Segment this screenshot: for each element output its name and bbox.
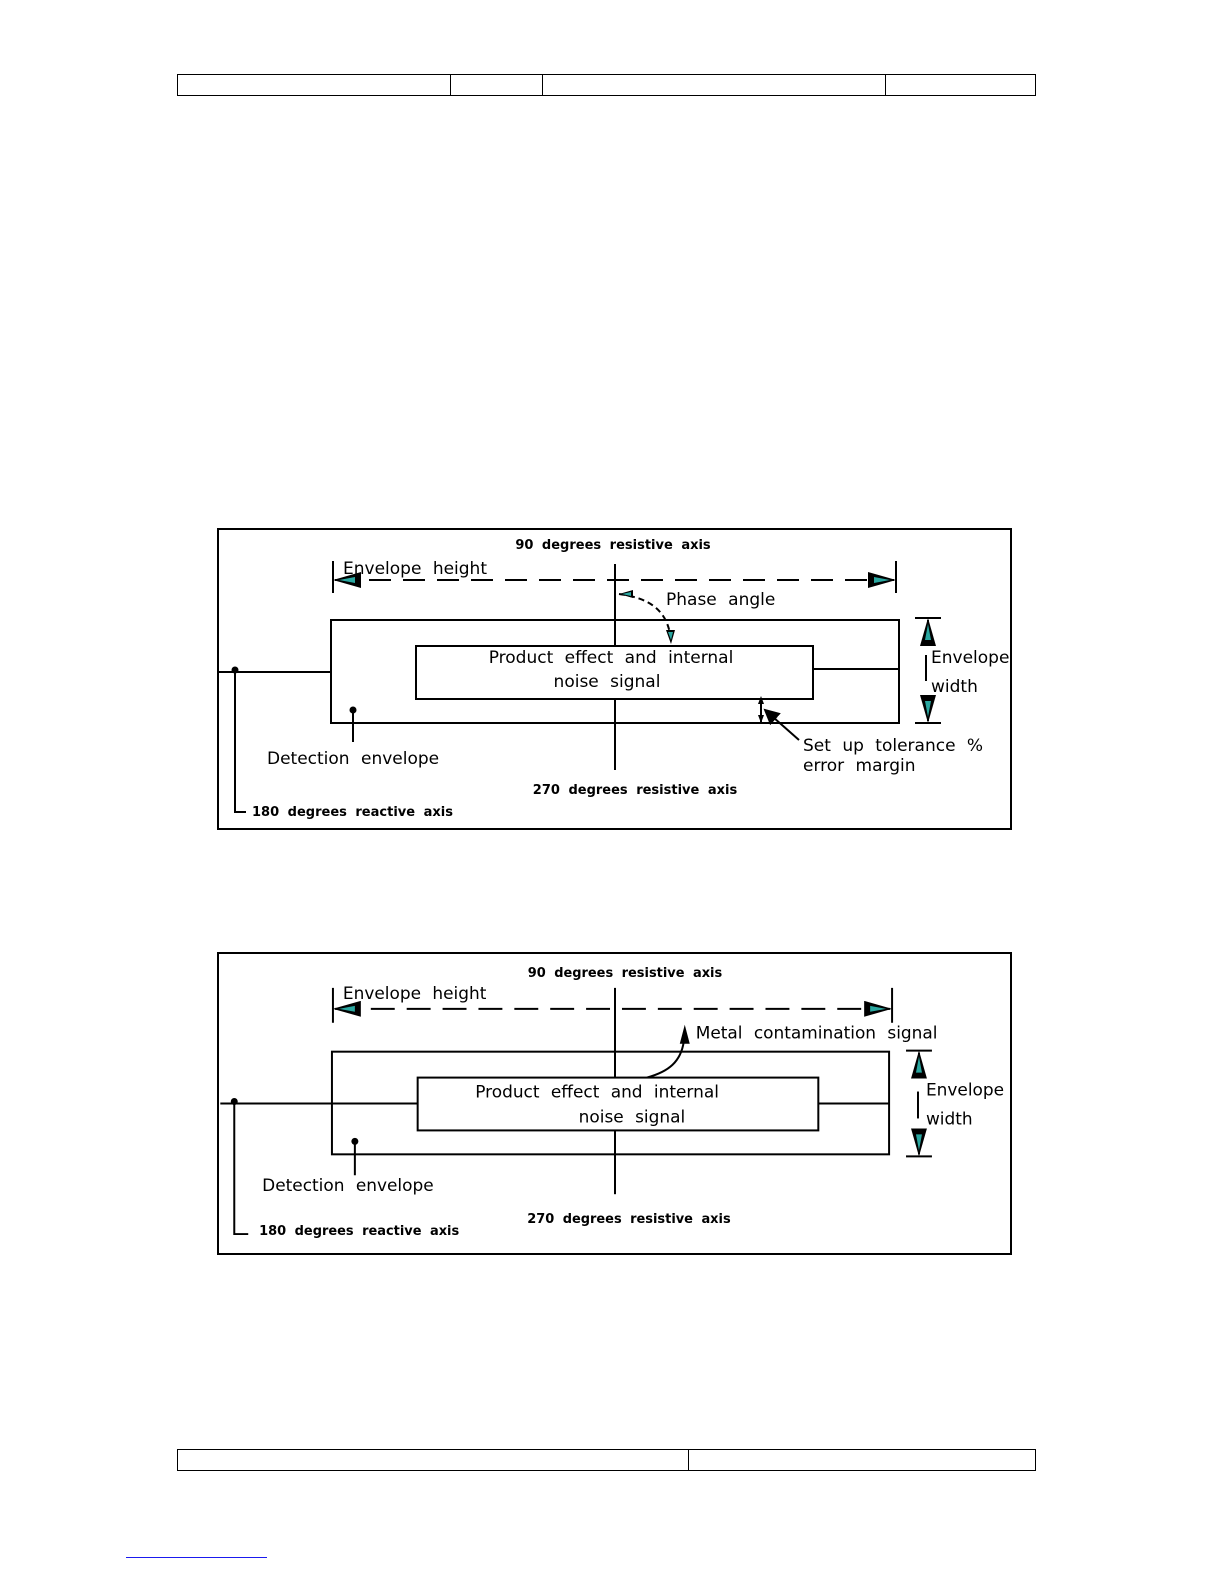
envelope-height-label: Envelope height: [343, 983, 487, 1003]
tolerance-label-2: error margin: [803, 756, 916, 776]
header-row: [177, 74, 1036, 96]
envelope-width-label-1: Envelope: [931, 648, 1009, 668]
axis-left-label: 180 degrees reactive axis: [259, 1224, 459, 1239]
detection-envelope-rect: [330, 1050, 891, 1156]
reactive-axis-dot: [230, 1098, 238, 1105]
figure-metal-contamination-signal: Product effect and internal noise signal…: [217, 952, 1012, 1255]
detection-envelope-label: Detection envelope: [267, 749, 439, 769]
axis-top-label: 90 degrees resistive axis: [515, 538, 711, 553]
product-effect-label-2: noise signal: [554, 672, 661, 692]
figure-1-diagram: Product effect and internal noise signal…: [219, 538, 1009, 820]
figure-detection-envelope-phase-angle: Product effect and internal noise signal…: [217, 528, 1012, 830]
tolerance-leader: [763, 708, 800, 741]
axis-top-label: 90 degrees resistive axis: [528, 966, 723, 981]
footer-cell: [688, 1449, 1036, 1471]
detection-envelope-dot: [351, 1137, 359, 1145]
phase-angle-arrow-top-accent: [622, 592, 631, 596]
link-underline[interactable]: [126, 1557, 267, 1558]
envelope-width-label-1: Envelope: [926, 1080, 1004, 1100]
phase-angle-label: Phase angle: [666, 590, 775, 610]
metal-signal-label: Metal contamination signal: [696, 1023, 938, 1043]
detection-envelope-label: Detection envelope: [262, 1175, 434, 1195]
footer-row: [177, 1449, 1036, 1471]
axis-bottom-label: 270 degrees resistive axis: [527, 1212, 731, 1227]
figure-2-diagram: Product effect and internal noise signal…: [220, 966, 1004, 1239]
metal-signal-arrow: [679, 1024, 690, 1044]
axis-left-label: 180 degrees reactive axis: [252, 805, 453, 820]
product-effect-label-2: noise signal: [579, 1106, 686, 1126]
page-footer-table: [177, 1449, 1036, 1471]
product-effect-label-1: Product effect and internal: [489, 648, 734, 668]
detection-envelope-rect: [330, 619, 900, 724]
footer-cell: [177, 1449, 689, 1471]
tolerance-label-1: Set up tolerance %: [803, 736, 983, 756]
tolerance-arrow-down: [758, 715, 764, 723]
reactive-axis-leader: [234, 670, 246, 813]
product-effect-box: [416, 1076, 820, 1132]
tolerance-arrow-up: [758, 696, 764, 704]
product-effect-label-1: Product effect and internal: [475, 1082, 719, 1102]
header-cell: [450, 74, 543, 96]
envelope-width-label-2: width: [931, 677, 978, 697]
product-effect-box: [415, 645, 814, 700]
phase-angle-arc: [618, 593, 672, 643]
phase-angle-arrow-bottom-accent: [668, 632, 673, 640]
envelope-width-label-2: width: [926, 1108, 973, 1128]
page-header-table: [177, 74, 1036, 96]
envelope-height-label: Envelope height: [343, 559, 487, 579]
reactive-axis-leader: [233, 1101, 249, 1236]
header-cell: [542, 74, 886, 96]
axis-bottom-label: 270 degrees resistive axis: [533, 783, 738, 798]
metal-signal-curve: [646, 1041, 685, 1079]
header-cell: [885, 74, 1036, 96]
header-cell: [177, 74, 451, 96]
